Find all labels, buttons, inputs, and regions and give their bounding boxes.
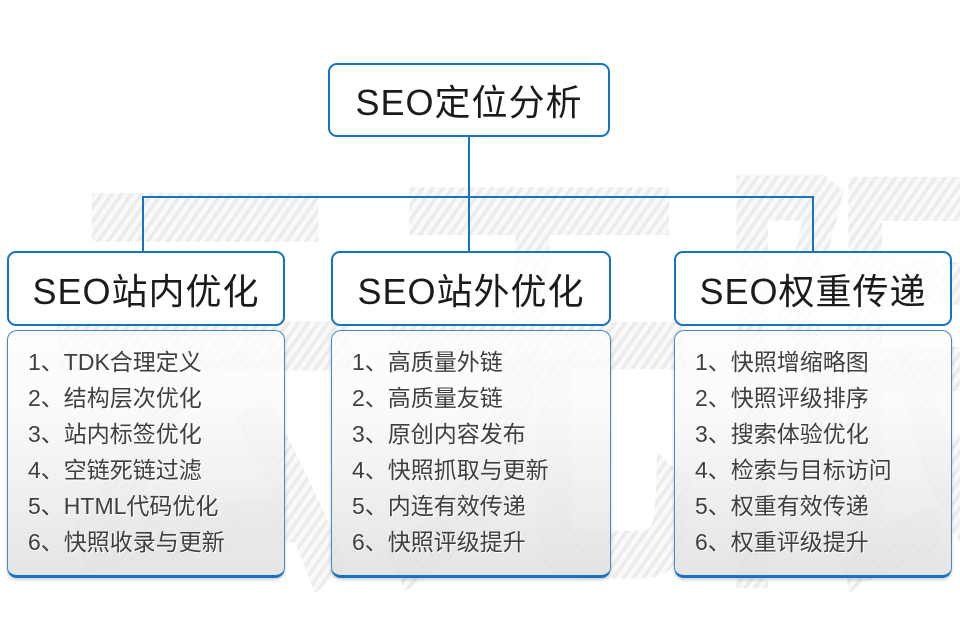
list-item: 2、快照评级排序: [695, 385, 869, 411]
list-item: 2、结构层次优化: [28, 385, 202, 411]
column-header-onsite: SEO站内优化: [7, 251, 285, 326]
list-item: 1、快照增缩略图: [695, 349, 869, 375]
connector-middle-vertical: [468, 196, 470, 253]
list-item: 6、快照评级提升: [352, 529, 526, 555]
list-item: 6、快照收录与更新: [28, 529, 225, 555]
list-item: 5、权重有效传递: [695, 493, 869, 519]
root-node-title: SEO定位分析: [355, 82, 583, 123]
column-header-offsite: SEO站外优化: [331, 251, 611, 326]
list-item: 4、检索与目标访问: [695, 457, 892, 483]
list-item: 4、空链死链过滤: [28, 457, 202, 483]
column-list-onsite: 1、TDK合理定义 2、结构层次优化 3、站内标签优化 4、空链死链过滤 5、H…: [7, 330, 285, 578]
connector-horizontal: [142, 196, 814, 198]
list-item: 3、搜索体验优化: [695, 421, 869, 447]
list-item: 3、原创内容发布: [352, 421, 526, 447]
connector-left-vertical: [142, 196, 144, 253]
column-header-weight-title: SEO权重传递: [699, 270, 927, 312]
column-header-offsite-title: SEO站外优化: [357, 270, 585, 312]
column-list-offsite: 1、高质量外链 2、高质量友链 3、原创内容发布 4、快照抓取与更新 5、内连有…: [331, 330, 611, 578]
list-item: 5、内连有效传递: [352, 493, 526, 519]
list-item: 2、高质量友链: [352, 385, 503, 411]
list-item: 1、高质量外链: [352, 349, 503, 375]
root-node: SEO定位分析: [328, 63, 610, 137]
list-item: 5、HTML代码优化: [28, 493, 219, 519]
connector-right-vertical: [812, 196, 814, 253]
column-header-weight: SEO权重传递: [674, 251, 952, 326]
list-item: 4、快照抓取与更新: [352, 457, 549, 483]
list-item: 3、站内标签优化: [28, 421, 202, 447]
list-item: 1、TDK合理定义: [28, 349, 202, 375]
list-item: 6、权重评级提升: [695, 529, 869, 555]
column-list-weight: 1、快照增缩略图 2、快照评级排序 3、搜索体验优化 4、检索与目标访问 5、权…: [674, 330, 952, 578]
connector-root-vertical: [468, 137, 470, 198]
column-header-onsite-title: SEO站内优化: [32, 270, 260, 312]
